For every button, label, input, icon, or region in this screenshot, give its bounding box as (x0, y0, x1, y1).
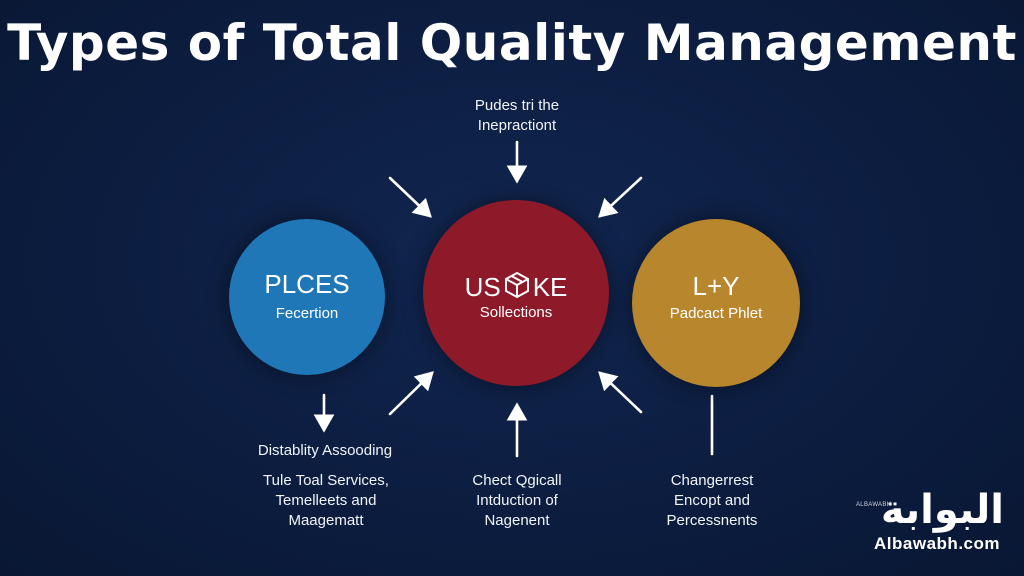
arrow-top-left-diagonal (388, 176, 432, 218)
bottom-label-center-line-3: Nagenent (484, 512, 550, 529)
circle-left: PLCES Fecertion (229, 219, 385, 375)
circle-center-heading: US KE (423, 270, 609, 303)
circle-center-sub: Sollections (479, 304, 553, 321)
albawabh-logo: البوابة ALBAWABH Albawabh.com (844, 488, 1004, 558)
bottom-label-center: Chect Qgicall Intduction of Nagenent (427, 471, 607, 531)
bottom-label-right-line-2: Encopt and (674, 492, 750, 509)
bottom-label-left: Tule Toal Services, Temelleets and Maage… (236, 471, 416, 531)
bottom-label-left-line-1: Tule Toal Services, (263, 472, 389, 489)
circle-center-heading-left: US (464, 272, 501, 302)
circle-left-sub: Fecertion (275, 305, 339, 322)
bottom-label-left-line-2: Temelleets and (275, 492, 377, 509)
circle-right-heading: L+Y (692, 271, 740, 301)
circle-left-heading: PLCES (264, 269, 350, 299)
logo-domain: Albawabh.com (874, 534, 1000, 553)
top-label-line-2: Inepractiont (477, 117, 557, 134)
bottom-label-left-line-3: Maagematt (288, 512, 364, 529)
arrow-top-right-diagonal (598, 176, 643, 218)
logo-arabic-text: البوابة (880, 487, 1004, 533)
arrow-bottom-right-diagonal (598, 371, 643, 414)
bottom-label-center-line-1: Chect Qgicall (472, 472, 562, 489)
top-label: Pudes tri the Inepractiont (412, 96, 622, 136)
left-middle-label: Distablity Assooding (257, 442, 393, 459)
bottom-label-center-line-2: Intduction of (476, 492, 558, 509)
arrow-bottom-left-diagonal (388, 371, 434, 416)
top-label-line-1: Pudes tri the (474, 97, 560, 114)
circle-right-sub: Padcact Phlet (669, 305, 763, 322)
circle-right: L+Y Padcact Phlet (632, 219, 800, 387)
circle-center-heading-right: KE (532, 272, 568, 302)
bottom-label-right-line-1: Changerrest (670, 472, 754, 489)
bottom-label-right-line-3: Percessnents (666, 512, 758, 529)
page-title: Types of Total Quality Management (7, 14, 1017, 72)
box-icon (504, 271, 529, 299)
circle-center: US KE Sollections (423, 200, 609, 386)
bottom-label-right: Changerrest Encopt and Percessnents (622, 471, 802, 531)
logo-small-text: ALBAWABH (856, 502, 892, 508)
